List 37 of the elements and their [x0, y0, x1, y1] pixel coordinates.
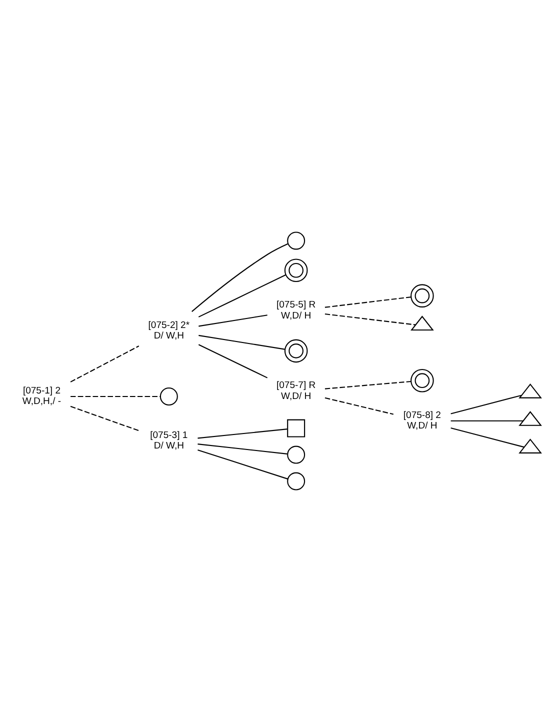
connector	[450, 420, 524, 422]
node-doublecircle	[284, 258, 308, 282]
node-circle	[287, 232, 306, 250]
connector	[198, 428, 288, 439]
connector	[198, 449, 288, 480]
node-circle	[287, 472, 306, 490]
connector	[324, 397, 394, 415]
connector	[192, 243, 288, 312]
connector	[198, 274, 286, 318]
node-text: [075-8] 2 W,D/ H	[403, 410, 441, 432]
node-doublecircle	[410, 368, 434, 392]
connector	[198, 344, 268, 378]
node-text: [075-2] 2* D/ W,H	[148, 320, 190, 342]
node-doublecircle	[284, 339, 308, 363]
node-triangle	[518, 411, 542, 426]
connector	[324, 313, 416, 326]
connector	[324, 296, 412, 308]
connector	[198, 334, 285, 350]
node-text: [075-3] 1 D/ W,H	[150, 430, 188, 452]
node-triangle	[410, 316, 434, 331]
node-triangle	[518, 383, 542, 398]
node-text: [075-5] R W,D/ H	[276, 300, 316, 322]
node-circle	[160, 388, 178, 406]
connector	[70, 346, 140, 382]
node-circle	[287, 446, 306, 464]
connector	[450, 428, 524, 448]
node-triangle	[518, 438, 542, 454]
connector	[70, 396, 160, 398]
node-box	[287, 419, 306, 438]
connector	[70, 406, 140, 432]
connector	[450, 394, 522, 414]
node-doublecircle	[410, 284, 434, 308]
connector	[324, 380, 411, 390]
node-text: [075-7] R W,D/ H	[276, 380, 316, 402]
connector	[198, 444, 288, 454]
connector	[198, 314, 268, 327]
node-text: [075-1] 2 W,D,H,/ -	[22, 386, 62, 408]
